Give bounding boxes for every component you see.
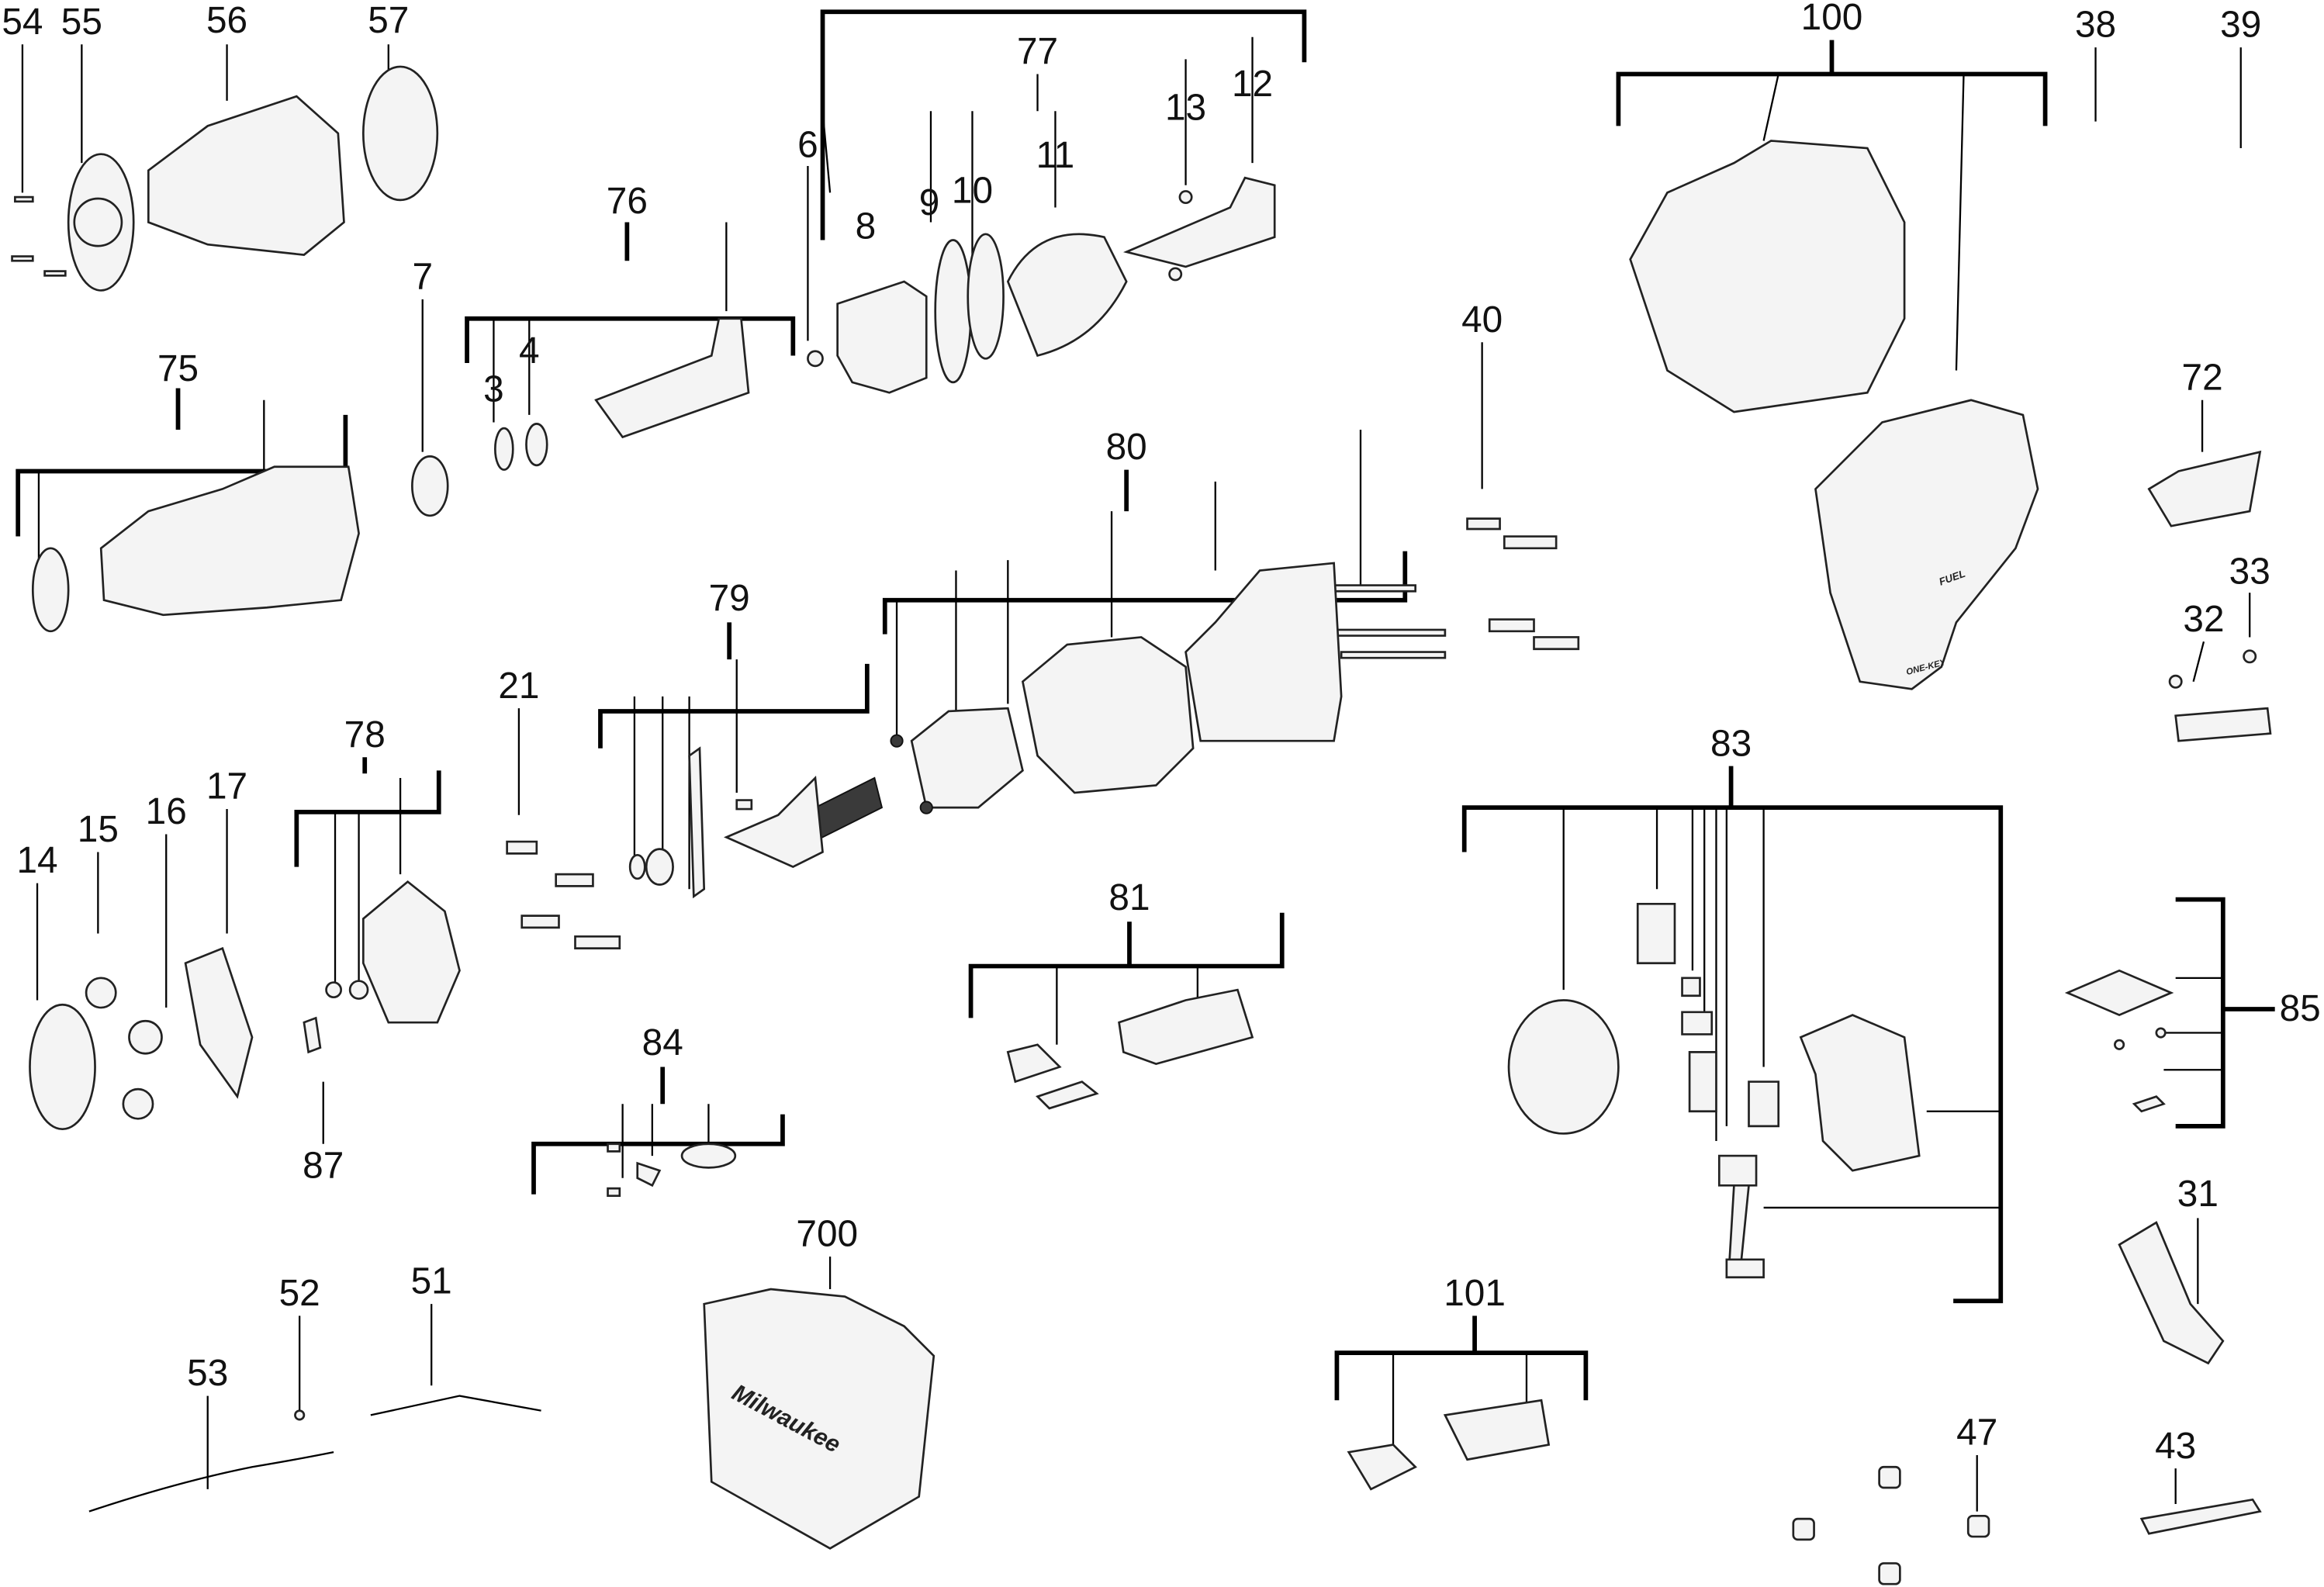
callout-9[interactable]: 9	[919, 182, 940, 223]
callout-75[interactable]: 75	[157, 348, 199, 389]
callout-21[interactable]: 21	[498, 666, 539, 707]
callout-10[interactable]: 10	[952, 171, 993, 212]
callout-38[interactable]: 38	[2075, 5, 2116, 46]
callout-47[interactable]: 47	[1956, 1412, 1997, 1454]
callout-72[interactable]: 72	[2182, 357, 2223, 398]
callout-85[interactable]: 85	[2280, 988, 2321, 1029]
callout-55[interactable]: 55	[61, 2, 102, 43]
callout-87[interactable]: 87	[303, 1146, 344, 1187]
callout-17[interactable]: 17	[206, 766, 247, 807]
callout-15[interactable]: 15	[78, 809, 119, 850]
callout-43[interactable]: 43	[2155, 1426, 2196, 1467]
callout-76[interactable]: 76	[607, 181, 648, 222]
callout-80[interactable]: 80	[1106, 427, 1147, 468]
callout-31[interactable]: 31	[2177, 1174, 2219, 1215]
callout-79[interactable]: 79	[709, 578, 750, 619]
callout-12[interactable]: 12	[1232, 64, 1273, 105]
callout-40[interactable]: 40	[1461, 299, 1503, 341]
callout-8[interactable]: 8	[856, 206, 877, 247]
brackets	[16, 9, 2275, 1401]
callout-13[interactable]: 13	[1165, 88, 1206, 129]
callout-52[interactable]: 52	[279, 1273, 320, 1314]
callout-39[interactable]: 39	[2220, 5, 2261, 46]
callout-83[interactable]: 83	[1710, 723, 1752, 764]
callout-56[interactable]: 56	[206, 0, 247, 41]
callout-32[interactable]: 32	[2183, 599, 2224, 640]
callout-81[interactable]: 81	[1108, 877, 1150, 918]
callout-labels: 54 55 56 57 77 13 12 11 10 9 8 6 76 7 3 …	[2, 0, 2320, 1467]
callout-33[interactable]: 33	[2229, 551, 2270, 593]
parts	[11, 65, 2272, 1585]
callout-84[interactable]: 84	[642, 1022, 683, 1063]
brand-marks: Milwaukee FUEL ONE-KEY	[728, 568, 1966, 1458]
callout-4[interactable]: 4	[519, 330, 540, 372]
callout-57[interactable]: 57	[368, 0, 409, 41]
callout-101[interactable]: 101	[1444, 1273, 1506, 1314]
callout-54[interactable]: 54	[2, 2, 43, 43]
callout-6[interactable]: 6	[797, 124, 818, 165]
callout-77[interactable]: 77	[1017, 31, 1058, 72]
callout-51[interactable]: 51	[411, 1261, 452, 1302]
callout-14[interactable]: 14	[16, 840, 57, 881]
callout-53[interactable]: 53	[187, 1353, 228, 1394]
callout-3[interactable]: 3	[483, 369, 504, 410]
callout-11[interactable]: 11	[1036, 135, 1075, 176]
callout-78[interactable]: 78	[344, 714, 386, 755]
callout-100[interactable]: 100	[1801, 0, 1863, 38]
callout-7[interactable]: 7	[412, 257, 433, 298]
leader-lines	[21, 36, 2251, 1512]
callout-700[interactable]: 700	[796, 1214, 858, 1255]
callout-16[interactable]: 16	[146, 791, 187, 832]
